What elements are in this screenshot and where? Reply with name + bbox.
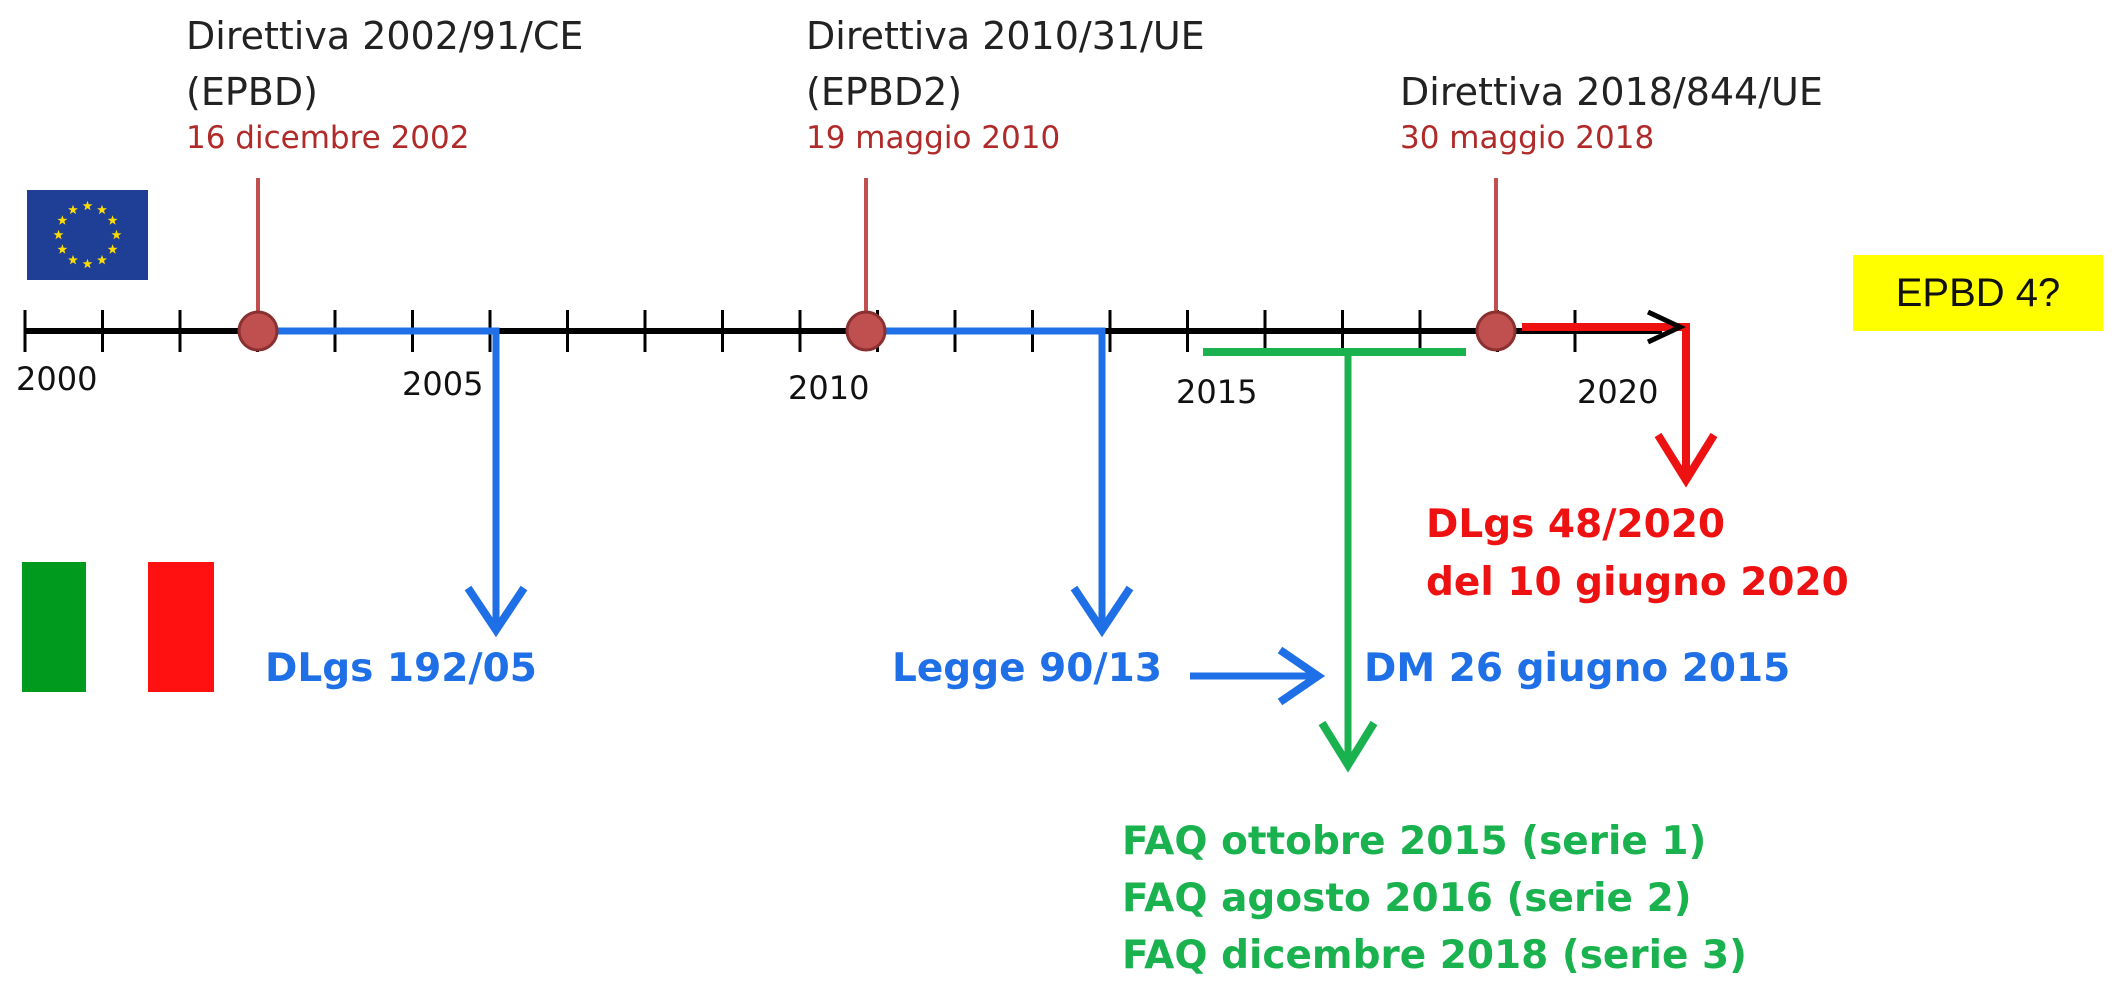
- epbd-marker-dot: [237, 310, 279, 352]
- directive-epbd2-date: 19 maggio 2010: [806, 120, 1061, 156]
- directive-epbd-date: 16 dicembre 2002: [186, 120, 470, 156]
- eu-star-icon: [57, 215, 68, 225]
- faq-arrowhead: [1318, 720, 1378, 773]
- directive-epbd: Direttiva 2002/91/CE (EPBD) 16 dicembre …: [186, 8, 583, 156]
- eu-star-icon: [57, 244, 68, 254]
- year-label-2010: 2010: [788, 369, 870, 407]
- eu-star-icon: [82, 258, 93, 269]
- italy-flag-icon: [22, 562, 214, 692]
- eu-star-icon: [107, 244, 118, 254]
- directive-epbd-title: Direttiva 2002/91/CE: [186, 14, 584, 58]
- directive-2018-marker-dot: [1475, 310, 1517, 352]
- eu-star-icon: [68, 254, 78, 265]
- dlgs-48-line1: DLgs 48/2020: [1426, 502, 1725, 547]
- directive-epbd2: Direttiva 2010/31/UE (EPBD2) 19 maggio 2…: [806, 8, 1205, 156]
- eu-star-icon: [111, 229, 122, 240]
- epbd2-marker-dot: [845, 310, 887, 352]
- faq-item-1: FAQ ottobre 2015 (serie 1): [1122, 819, 1707, 864]
- eu-star-icon: [107, 215, 118, 225]
- eu-star-icon: [82, 200, 93, 211]
- dlgs-48-arrowhead: [1654, 432, 1718, 488]
- legge-to-dm-arrowhead: [1277, 646, 1326, 706]
- year-label-2020: 2020: [1577, 373, 1659, 411]
- eu-star-icon: [97, 204, 107, 215]
- year-label-2005: 2005: [402, 365, 484, 403]
- legge-90-connector: [866, 327, 1106, 625]
- faq-list: FAQ ottobre 2015 (serie 1) FAQ agosto 20…: [1122, 813, 1747, 984]
- dlgs-192-label: DLgs 192/05: [265, 646, 537, 691]
- directive-2018-title: Direttiva 2018/844/UE: [1400, 70, 1823, 114]
- dlgs-48-line2: del 10 giugno 2020: [1426, 560, 1849, 605]
- eu-star-icon: [68, 204, 78, 215]
- eu-star-icon: [53, 229, 64, 240]
- directive-epbd-acronym: (EPBD): [186, 70, 318, 114]
- year-label-2000: 2000: [16, 360, 98, 398]
- eu-star-icon: [97, 254, 107, 265]
- dlgs-192-connector: [258, 327, 500, 625]
- directive-epbd2-acronym: (EPBD2): [806, 70, 963, 114]
- faq-item-3: FAQ dicembre 2018 (serie 3): [1122, 933, 1747, 978]
- eu-flag-icon: [27, 190, 148, 280]
- directive-epbd2-title: Direttiva 2010/31/UE: [806, 14, 1205, 58]
- faq-item-2: FAQ agosto 2016 (serie 2): [1122, 876, 1692, 921]
- legge-90-label: Legge 90/13: [892, 646, 1162, 691]
- dlgs-48-connector: [1522, 323, 1690, 475]
- epbd4-badge: EPBD 4?: [1853, 255, 2103, 331]
- dlgs-48-label: DLgs 48/2020 del 10 giugno 2020: [1426, 496, 1849, 612]
- year-label-2015: 2015: [1176, 373, 1258, 411]
- directive-2018: Direttiva 2018/844/UE 30 maggio 2018: [1400, 64, 1823, 156]
- dm-2015-label: DM 26 giugno 2015: [1364, 646, 1791, 691]
- dlgs-192-arrowhead: [464, 585, 528, 638]
- directive-2018-date: 30 maggio 2018: [1400, 120, 1655, 156]
- legge-90-arrowhead: [1070, 585, 1134, 638]
- future-arrowhead: [1646, 309, 1686, 345]
